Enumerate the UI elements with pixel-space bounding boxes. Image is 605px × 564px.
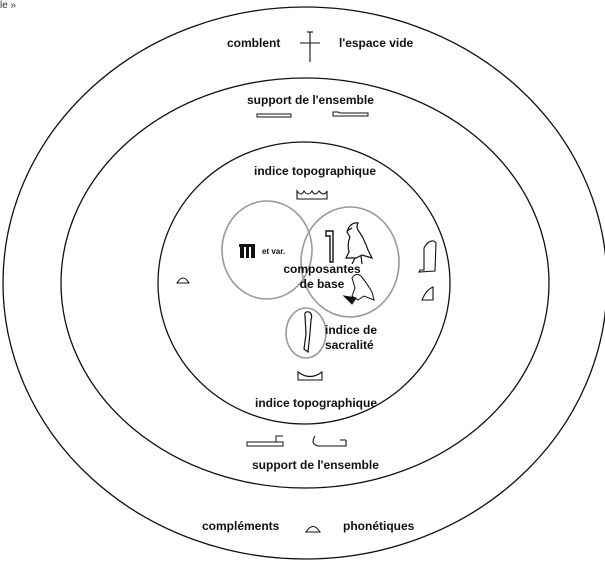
column-pair-icon bbox=[239, 244, 255, 258]
small-falcon-icon bbox=[342, 273, 375, 305]
staff-icon bbox=[303, 311, 313, 354]
label-de-base: de base bbox=[299, 277, 345, 291]
semicircle-bottom-icon bbox=[304, 525, 322, 533]
label-phonetiques: phonétiques bbox=[343, 519, 415, 533]
label-sacralite: sacralité bbox=[325, 338, 374, 352]
label-indice-topo-bottom: indice topographique bbox=[255, 396, 377, 410]
label-composantes: composantes bbox=[283, 262, 361, 276]
label-espace-vide: l'espace vide bbox=[339, 36, 414, 50]
canal-sign-icon bbox=[296, 189, 328, 200]
semicircle-icon bbox=[176, 277, 190, 284]
lower-canal-icon bbox=[297, 370, 323, 381]
circle-left bbox=[221, 200, 313, 300]
circle-small bbox=[285, 307, 327, 359]
label-comblent: comblent bbox=[227, 36, 281, 50]
label-support-bottom: support de l'ensemble bbox=[252, 458, 379, 472]
bread-loaf-icon bbox=[421, 286, 434, 301]
flag-pole-icon bbox=[325, 230, 334, 263]
label-indice-topo-top: indice topographique bbox=[254, 164, 376, 178]
label-indice-de: indice de bbox=[325, 323, 378, 337]
cross-sign-icon bbox=[300, 31, 320, 62]
support-hook-icon bbox=[312, 435, 347, 447]
circle-right bbox=[300, 206, 400, 318]
inner-ring bbox=[157, 141, 451, 425]
label-complements: compléments bbox=[202, 519, 280, 533]
label-et-var: et var. bbox=[262, 247, 286, 256]
outer-ring bbox=[2, 6, 605, 560]
standing-slab-icon bbox=[418, 240, 437, 273]
middle-ring bbox=[60, 77, 550, 489]
flat-slab-icon bbox=[256, 113, 292, 118]
corner-text: le » bbox=[0, 0, 17, 11]
angled-block-icon bbox=[246, 435, 284, 447]
falcon-icon bbox=[345, 222, 374, 265]
seated-block-icon bbox=[332, 111, 369, 117]
label-support-top: support de l'ensemble bbox=[247, 93, 374, 107]
